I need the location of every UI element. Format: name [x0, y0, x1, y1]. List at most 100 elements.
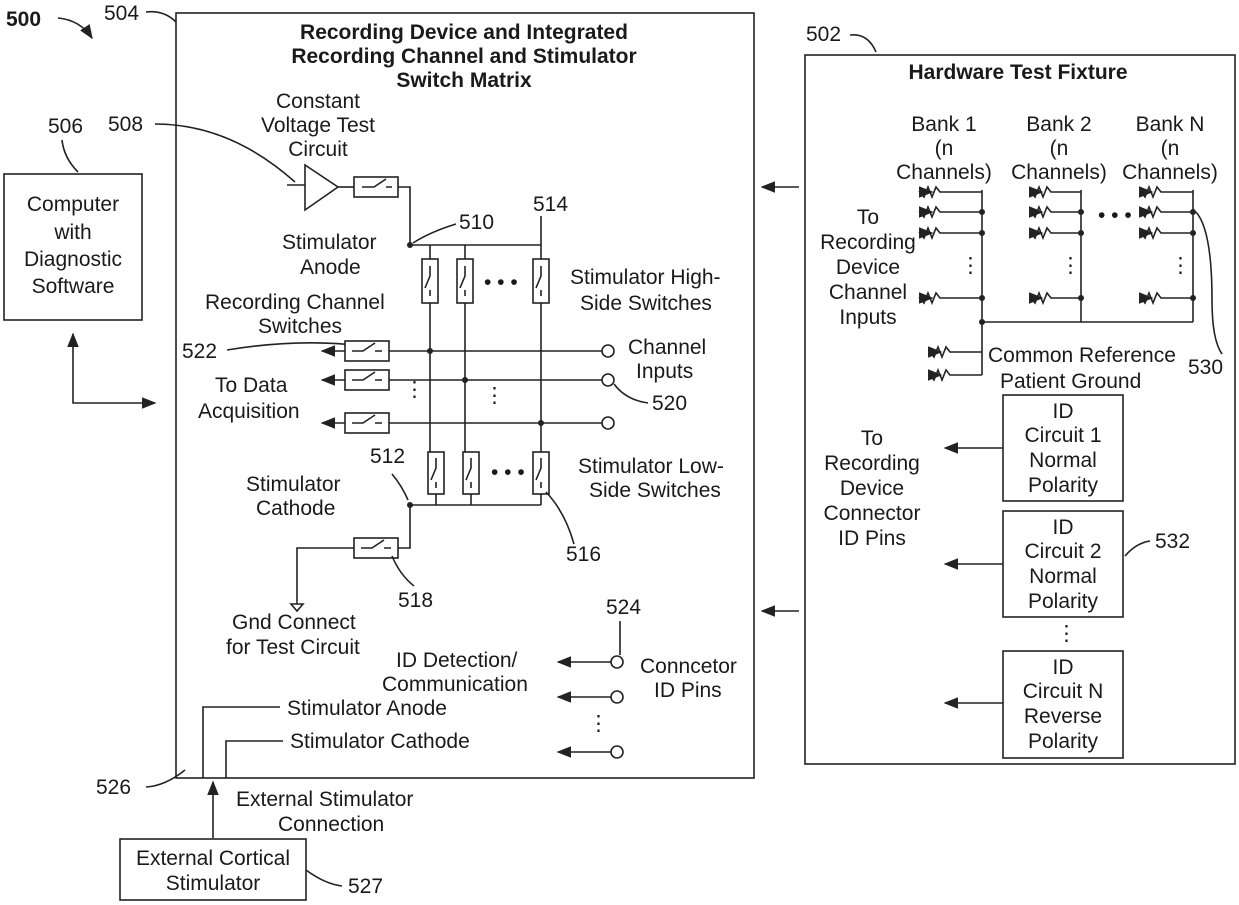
gnd-switch — [354, 538, 398, 558]
id1-line-4: Polarity — [1028, 474, 1099, 497]
channel-terminal-2 — [602, 374, 614, 386]
toid-label-3: Device — [840, 477, 904, 500]
chin-label-1: Channel — [628, 336, 706, 359]
bankn-channels: Channels) — [1122, 161, 1218, 184]
toid-label-5: ID Pins — [838, 527, 906, 550]
bank2-channels: Channels) — [1011, 161, 1107, 184]
ref-502: 502 — [806, 23, 841, 46]
recording-device-title-2: Recording Channel and Stimulator — [291, 45, 636, 68]
common-label-2: Patient Ground — [1000, 370, 1141, 393]
cv-label-3: Circuit — [288, 138, 348, 161]
cv-label-2: Voltage Test — [261, 114, 375, 137]
daq-label-2: Acquisition — [198, 400, 300, 423]
ref-527-leader — [306, 870, 342, 886]
id-pin-2 — [611, 691, 623, 703]
id2-line-1: ID — [1053, 516, 1074, 539]
bank2-label: Bank 2 — [1026, 113, 1091, 136]
toid-label-1: To — [861, 427, 883, 450]
rec-vertical-ellipsis-1: ⋮ — [404, 378, 425, 401]
idn-line-1: ID — [1053, 656, 1074, 679]
ref-504: 504 — [104, 2, 139, 25]
id-pin-1 — [611, 656, 623, 668]
toin-label-1: To — [857, 206, 879, 229]
ref-514: 514 — [533, 193, 568, 216]
id2-line-3: Normal — [1029, 565, 1097, 588]
computer-link-arrow — [73, 334, 155, 403]
toid-label-2: Recording — [824, 452, 920, 475]
ref-504-leader — [146, 12, 176, 22]
toid-label-4: Connector — [824, 502, 921, 525]
iddet-label-1: ID Detection/ — [396, 649, 518, 672]
bankn-ellipsis: ⋮ — [1170, 254, 1191, 277]
id1-line-3: Normal — [1029, 449, 1097, 472]
ref-527: 527 — [348, 875, 383, 898]
high-label-2: Side Switches — [580, 292, 712, 315]
id-pin-n — [611, 746, 623, 758]
ref-532: 532 — [1155, 530, 1190, 553]
low-label-1: Stimulator Low- — [578, 455, 724, 478]
bank-horizontal-ellipsis: • • • — [1098, 204, 1132, 227]
anode-label-2: Anode — [300, 256, 361, 279]
pins-label-1: Conncetor — [640, 655, 737, 678]
bank-common-node — [979, 319, 985, 325]
ref-502-leader — [850, 35, 876, 52]
idn-line-4: Polarity — [1028, 730, 1099, 753]
channel-terminal-1 — [602, 345, 614, 357]
high-label-1: Stimulator High- — [570, 266, 721, 289]
ref-500-arrow — [58, 18, 92, 38]
ext-anode-label: Stimulator Anode — [287, 697, 447, 720]
ref-500: 500 — [6, 8, 41, 31]
cath-label-2: Cathode — [256, 497, 335, 520]
computer-label-3: Diagnostic — [24, 248, 122, 271]
toin-label-4: Channel — [829, 281, 907, 304]
channel-node-n — [538, 420, 544, 426]
cath-label-1: Stimulator — [246, 473, 341, 496]
common-label-1: Common Reference — [988, 344, 1176, 367]
gnd-label-1: Gnd Connect — [232, 611, 356, 634]
bank2-n: (n — [1050, 137, 1069, 160]
bankn-n: (n — [1161, 137, 1180, 160]
ref-512: 512 — [370, 445, 405, 468]
rec-vertical-ellipsis-2: ⋮ — [484, 384, 505, 407]
anode-label-1: Stimulator — [282, 231, 377, 254]
id1-line-1: ID — [1053, 400, 1074, 423]
id-pin-ellipsis: ⋮ — [588, 712, 609, 735]
recording-device-title-1: Recording Device and Integrated — [300, 21, 628, 44]
ref-520: 520 — [652, 392, 687, 415]
ext-conn-label-1: External Stimulator — [236, 788, 413, 811]
bank1-ellipsis: ⋮ — [960, 254, 981, 277]
id2-line-2: Circuit 2 — [1024, 540, 1101, 563]
cv-label-1: Constant — [276, 90, 360, 113]
ref-506: 506 — [48, 115, 83, 138]
computer-label-1: Computer — [27, 193, 119, 216]
toin-label-5: Inputs — [839, 306, 896, 329]
rec-label-2: Switches — [258, 315, 342, 338]
ref-506-leader — [62, 140, 78, 172]
bank2-ellipsis: ⋮ — [1060, 254, 1081, 277]
computer-label-4: Software — [32, 275, 115, 298]
rec-switch-1 — [345, 341, 389, 361]
id2-line-4: Polarity — [1028, 590, 1099, 613]
daq-label-1: To Data — [215, 374, 288, 397]
ref-522: 522 — [182, 340, 217, 363]
high-switch-n — [533, 259, 549, 303]
rec-switch-n — [345, 413, 389, 433]
bank1-n: (n — [935, 137, 954, 160]
high-switch-ellipsis: • • • — [484, 271, 518, 294]
ref-524: 524 — [606, 596, 641, 619]
high-switch-1 — [422, 259, 438, 303]
ext-stim-label-1: External Cortical — [136, 847, 290, 870]
ref-510: 510 — [459, 211, 494, 234]
computer-label-2: with — [53, 221, 91, 244]
rec-label-1: Recording Channel — [205, 291, 385, 314]
ref-530: 530 — [1188, 356, 1223, 379]
ext-stim-label-2: Stimulator — [166, 872, 261, 895]
fixture-title: Hardware Test Fixture — [908, 61, 1127, 84]
channel-node-1 — [427, 348, 433, 354]
low-label-2: Side Switches — [589, 479, 721, 502]
ref-518: 518 — [398, 589, 433, 612]
id-circuit-ellipsis: ⋮ — [1056, 622, 1077, 645]
toin-label-3: Device — [836, 256, 900, 279]
